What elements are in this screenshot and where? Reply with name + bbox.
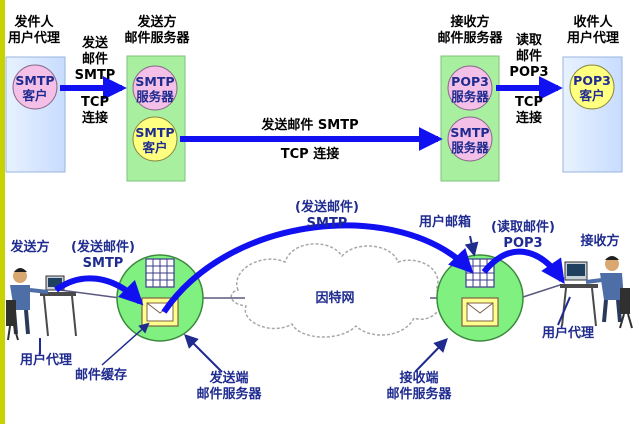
link-sender [59, 289, 121, 299]
sender-queue-grid [145, 258, 175, 288]
sender-server-label: 发送端 邮件服务器 [196, 371, 262, 402]
smtp-client-label-1: SMTP 客户 [15, 73, 55, 103]
pointer-user-agent-right [557, 296, 571, 326]
sender-agent-title: 发件人 用户代理 [7, 15, 60, 46]
link-recipient [519, 284, 561, 299]
receiver-envelope-icon [461, 297, 499, 327]
receiver-person-icon [560, 256, 633, 329]
smtp-client-node-2 [132, 116, 178, 162]
pointer-mail-cache [101, 322, 150, 366]
smtp-server-node [132, 65, 178, 111]
send-mail-top-label: (发送邮件) SMTP [295, 200, 359, 231]
pointer-mailbox [464, 235, 479, 257]
read-mail-label: (读取邮件) POP3 [491, 220, 555, 251]
mailbox-label: 用户邮箱 [418, 215, 471, 230]
user-agent-right-label: 用户代理 [541, 326, 594, 341]
smtp-server-label: SMTP 服务器 [135, 74, 175, 104]
pointer-receiver-server [414, 337, 448, 373]
pop3-client-label: POP3 客户 [573, 73, 611, 103]
sender-person-icon [6, 268, 77, 341]
internet-label: 因特网 [315, 291, 355, 306]
sender-server-title: 发送方 邮件服务器 [124, 15, 190, 46]
tcp-conn-label-1: TCP 连接 [81, 95, 109, 126]
arrow-cache-to-mailbox [161, 222, 474, 314]
tcp-conn-label-3: TCP 连接 [515, 95, 543, 126]
recipient-agent-title: 收件人 用户代理 [566, 15, 619, 46]
read-mail-pop3-label: 读取 邮件 POP3 [509, 33, 549, 80]
smtp-server-node-2 [447, 116, 493, 162]
tcp-conn-label-2: TCP 连接 [280, 147, 340, 162]
smtp-server-label-2: SMTP 服务器 [450, 125, 490, 155]
receiver-server-label: 接收端 邮件服务器 [386, 371, 452, 402]
mail-cache-label: 邮件缓存 [74, 368, 127, 383]
send-mail-smtp-label: 发送 邮件 SMTP [74, 36, 116, 83]
receiver-label: 接收方 [580, 234, 620, 249]
send-mail-left-label: (发送邮件) SMTP [71, 240, 135, 271]
smtp-client-node-1 [12, 64, 58, 110]
pointer-sender-server [184, 334, 223, 373]
relay-smtp-label: 发送邮件 SMTP [261, 118, 359, 133]
smtp-client-label-2: SMTP 客户 [135, 125, 175, 155]
accent-bar [0, 0, 5, 424]
sender-label: 发送方 [10, 240, 50, 255]
pop3-client-node [569, 64, 615, 110]
arrow-mailbox-to-user [481, 248, 565, 284]
pop3-server-node [447, 65, 493, 111]
user-agent-left-label: 用户代理 [19, 353, 72, 368]
pop3-server-label: POP3 服务器 [451, 74, 489, 104]
arrow-user-to-cache [54, 275, 144, 306]
receiver-server-title: 接收方 邮件服务器 [437, 15, 503, 46]
